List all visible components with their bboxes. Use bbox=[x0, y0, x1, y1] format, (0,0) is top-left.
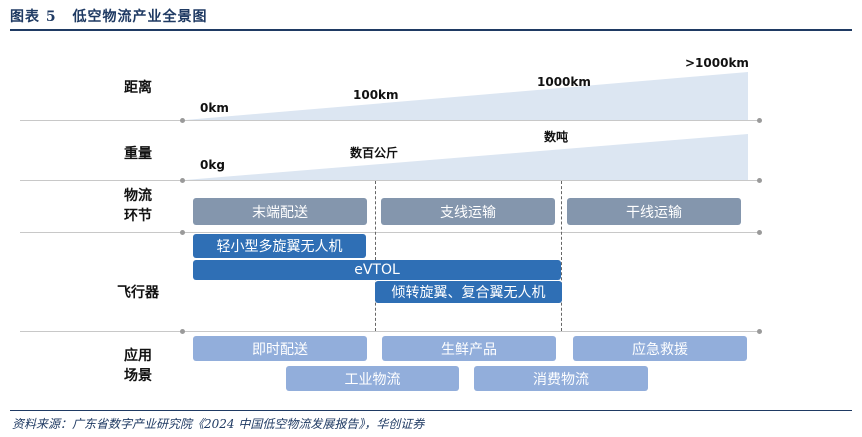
row-label-distance: 距离 bbox=[124, 80, 152, 96]
row-label-weight: 重量 bbox=[124, 146, 152, 162]
logistics-segment-trunk: 干线运输 bbox=[567, 198, 741, 225]
figure-title-text: 低空物流产业全景图 bbox=[72, 9, 208, 25]
separator-line-distance bbox=[20, 118, 762, 123]
row-label-applications: 应用 场景 bbox=[95, 346, 181, 386]
logistics-segment-feeder: 支线运输 bbox=[381, 198, 555, 225]
distance-wedge bbox=[185, 72, 748, 120]
weight-mark-0: 0kg bbox=[200, 158, 225, 172]
separator-line-aircraft bbox=[20, 329, 762, 334]
row-label-applications-line2: 场景 bbox=[124, 368, 152, 384]
weight-mark-1: 数百公斤 bbox=[350, 146, 399, 160]
aircraft-tiltrotor-compound: 倾转旋翼、复合翼无人机 bbox=[375, 281, 562, 303]
source-note: 资料来源：广东省数字产业研究院《2024 中国低空物流发展报告》，华创证券 bbox=[12, 417, 425, 431]
divider-dashed-2 bbox=[561, 181, 562, 331]
application-instant-delivery: 即时配送 bbox=[193, 336, 367, 361]
distance-mark-2: 1000km bbox=[537, 75, 591, 89]
application-emergency-rescue: 应急救援 bbox=[573, 336, 747, 361]
figure-number: 5 bbox=[45, 9, 57, 25]
distance-mark-0: 0km bbox=[200, 101, 229, 115]
title-rule bbox=[10, 29, 852, 31]
application-industrial-logistics: 工业物流 bbox=[286, 366, 459, 391]
figure-title: 图表 5 低空物流产业全景图 bbox=[10, 6, 208, 26]
divider-dashed-1 bbox=[375, 181, 376, 331]
row-label-logistics-line2: 环节 bbox=[124, 208, 152, 224]
distance-mark-1: 100km bbox=[353, 88, 399, 102]
distance-mark-3: >1000km bbox=[685, 56, 749, 70]
separator-line-logistics bbox=[20, 230, 762, 235]
separator-line-weight bbox=[20, 178, 762, 183]
weight-mark-2: 数吨 bbox=[544, 130, 569, 144]
application-fresh-produce: 生鲜产品 bbox=[382, 336, 556, 361]
figure-label: 图表 bbox=[10, 9, 40, 25]
row-label-logistics: 物流 环节 bbox=[95, 186, 181, 226]
application-consumer-logistics: 消费物流 bbox=[474, 366, 648, 391]
footer-rule bbox=[10, 410, 852, 411]
weight-wedge bbox=[185, 134, 748, 180]
aircraft-small-multirotor: 轻小型多旋翼无人机 bbox=[193, 234, 366, 258]
aircraft-evtol: eVTOL bbox=[193, 260, 561, 280]
row-label-logistics-line1: 物流 bbox=[124, 188, 152, 204]
logistics-segment-last-mile: 末端配送 bbox=[193, 198, 367, 225]
row-label-applications-line1: 应用 bbox=[124, 348, 152, 364]
row-label-aircraft: 飞行器 bbox=[117, 285, 159, 301]
